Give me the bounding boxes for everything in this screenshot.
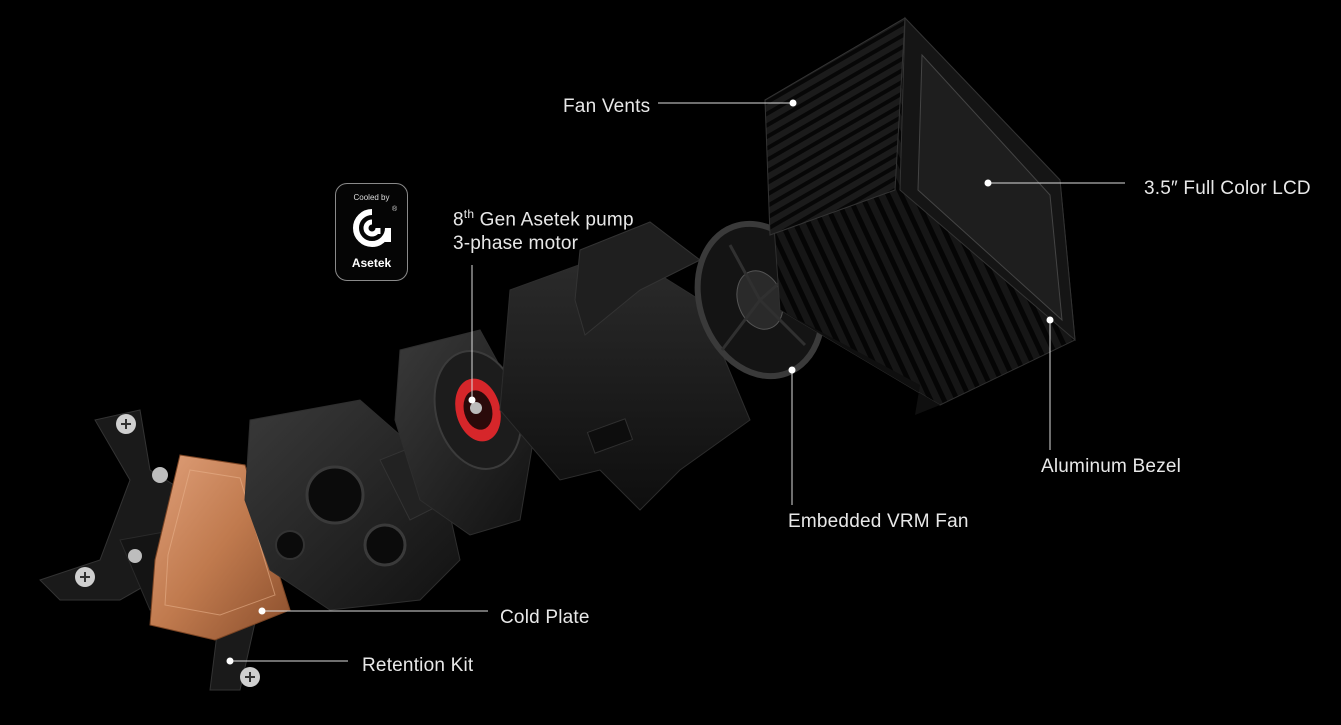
label-vrm-fan: Embedded VRM Fan <box>788 511 969 532</box>
label-pump: 8th Gen Asetek pump 3-phase motor <box>453 207 634 256</box>
pump-motor <box>394 329 536 536</box>
label-retention-kit: Retention Kit <box>362 655 474 676</box>
pump-gen-suffix: th <box>463 207 475 221</box>
asetek-badge: Cooled by ® Asetek <box>335 183 408 281</box>
label-lcd: 3.5″ Full Color LCD <box>1144 178 1311 199</box>
pump-cap <box>499 221 751 511</box>
label-fan-vents: Fan Vents <box>563 96 651 117</box>
pump-line2-text: 3-phase motor <box>453 233 579 255</box>
asetek-logo-icon <box>353 209 391 247</box>
badge-brand-text: Asetek <box>351 256 392 270</box>
badge-cooled-by-text: Cooled by <box>353 193 390 202</box>
registered-mark: ® <box>392 206 398 213</box>
lcd-cover <box>764 16 1076 415</box>
pump-line1-text: Gen Asetek pump <box>474 209 634 231</box>
pump-gen-number: 8 <box>453 209 464 231</box>
label-cold-plate: Cold Plate <box>500 607 590 628</box>
callout-lines <box>226 99 1125 665</box>
label-aluminum-bezel: Aluminum Bezel <box>1041 456 1182 477</box>
